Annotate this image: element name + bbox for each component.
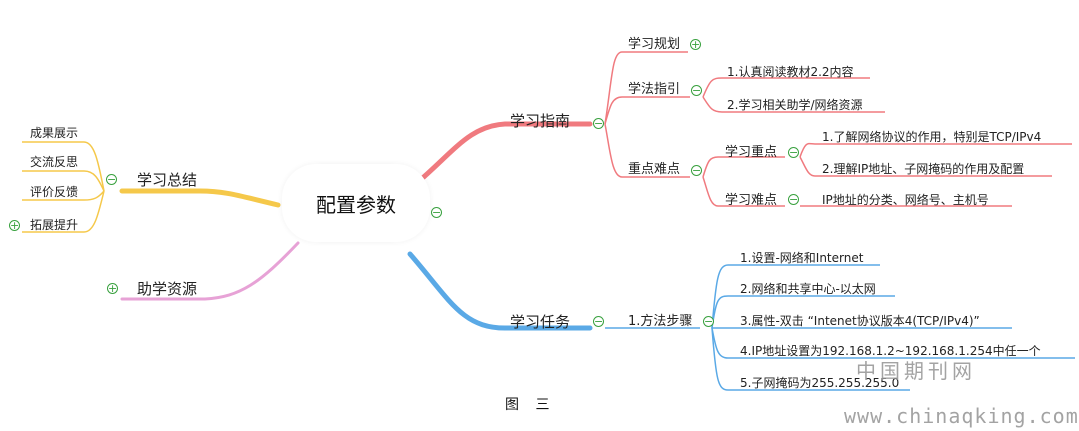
branch-resources: [120, 241, 300, 301]
step-item-4[interactable]: 4.IP地址设置为192.168.1.2~192.168.1.254中任一个: [740, 344, 1041, 358]
watermark-cn: 中国期刊网: [856, 359, 976, 383]
summary-item-1[interactable]: 成果展示: [30, 126, 79, 140]
guide-connectors: [604, 51, 1072, 207]
node-guide[interactable]: 学习指南: [510, 112, 571, 130]
node-method[interactable]: 学法指引: [628, 82, 681, 97]
step-item-3[interactable]: 3.属性-双击 “Intenet协议版本4(TCP/IPv4)”: [740, 314, 980, 328]
summary-item-4[interactable]: 拓展提升: [30, 218, 79, 232]
collapse-icon[interactable]: −: [691, 84, 702, 97]
collapse-icon[interactable]: −: [593, 117, 604, 130]
summary-item-2[interactable]: 交流反思: [30, 155, 79, 169]
expand-icon[interactable]: +: [9, 219, 20, 232]
central-node-label: 配置参数: [316, 192, 396, 217]
step-item-1[interactable]: 1.设置-网络和Internet: [740, 251, 864, 265]
key-item-1[interactable]: 1.了解网络协议的作用，特别是TCP/IPv4: [822, 130, 1042, 144]
branch-task: [407, 251, 593, 331]
difficult-item-1[interactable]: IP地址的分类、网络号、主机号: [822, 193, 989, 207]
node-steps[interactable]: 1.方法步骤: [628, 314, 693, 329]
collapse-icon[interactable]: −: [788, 193, 799, 206]
step-item-5[interactable]: 5.子网掩码为255.255.255.0: [740, 376, 900, 390]
expand-icon[interactable]: +: [107, 282, 118, 295]
node-summary[interactable]: 学习总结: [137, 171, 198, 189]
node-difficult-points[interactable]: 学习难点: [725, 193, 778, 208]
node-planning[interactable]: 学习规划: [628, 37, 681, 52]
figure-caption: 图 三: [505, 397, 556, 413]
node-key-points[interactable]: 学习重点: [725, 145, 778, 160]
node-task[interactable]: 学习任务: [510, 313, 571, 331]
collapse-icon[interactable]: −: [703, 315, 714, 328]
collapse-icon[interactable]: −: [593, 315, 604, 328]
collapse-icon[interactable]: −: [431, 206, 442, 219]
collapse-icon[interactable]: −: [106, 173, 117, 186]
branch-guide: [415, 121, 593, 185]
watermark-url: www.chinaqking.com: [844, 404, 1079, 428]
branch-summary: [119, 188, 281, 208]
collapse-icon[interactable]: −: [788, 146, 799, 159]
step-item-2[interactable]: 2.网络和共享中心-以太网: [740, 282, 876, 296]
collapse-icon[interactable]: −: [691, 164, 702, 177]
node-resources[interactable]: 助学资源: [137, 280, 198, 298]
key-item-2[interactable]: 2.理解IP地址、子网掩码的作用及配置: [822, 162, 1025, 176]
method-item-2[interactable]: 2.学习相关助学/网络资源: [727, 98, 863, 112]
node-key-difficult[interactable]: 重点难点: [628, 162, 681, 177]
expand-icon[interactable]: +: [690, 38, 701, 51]
central-node[interactable]: 配置参数: [282, 164, 430, 242]
summary-item-3[interactable]: 评价反馈: [30, 185, 79, 199]
method-item-1[interactable]: 1.认真阅读教材2.2内容: [727, 65, 854, 79]
summary-connectors: [22, 141, 105, 233]
